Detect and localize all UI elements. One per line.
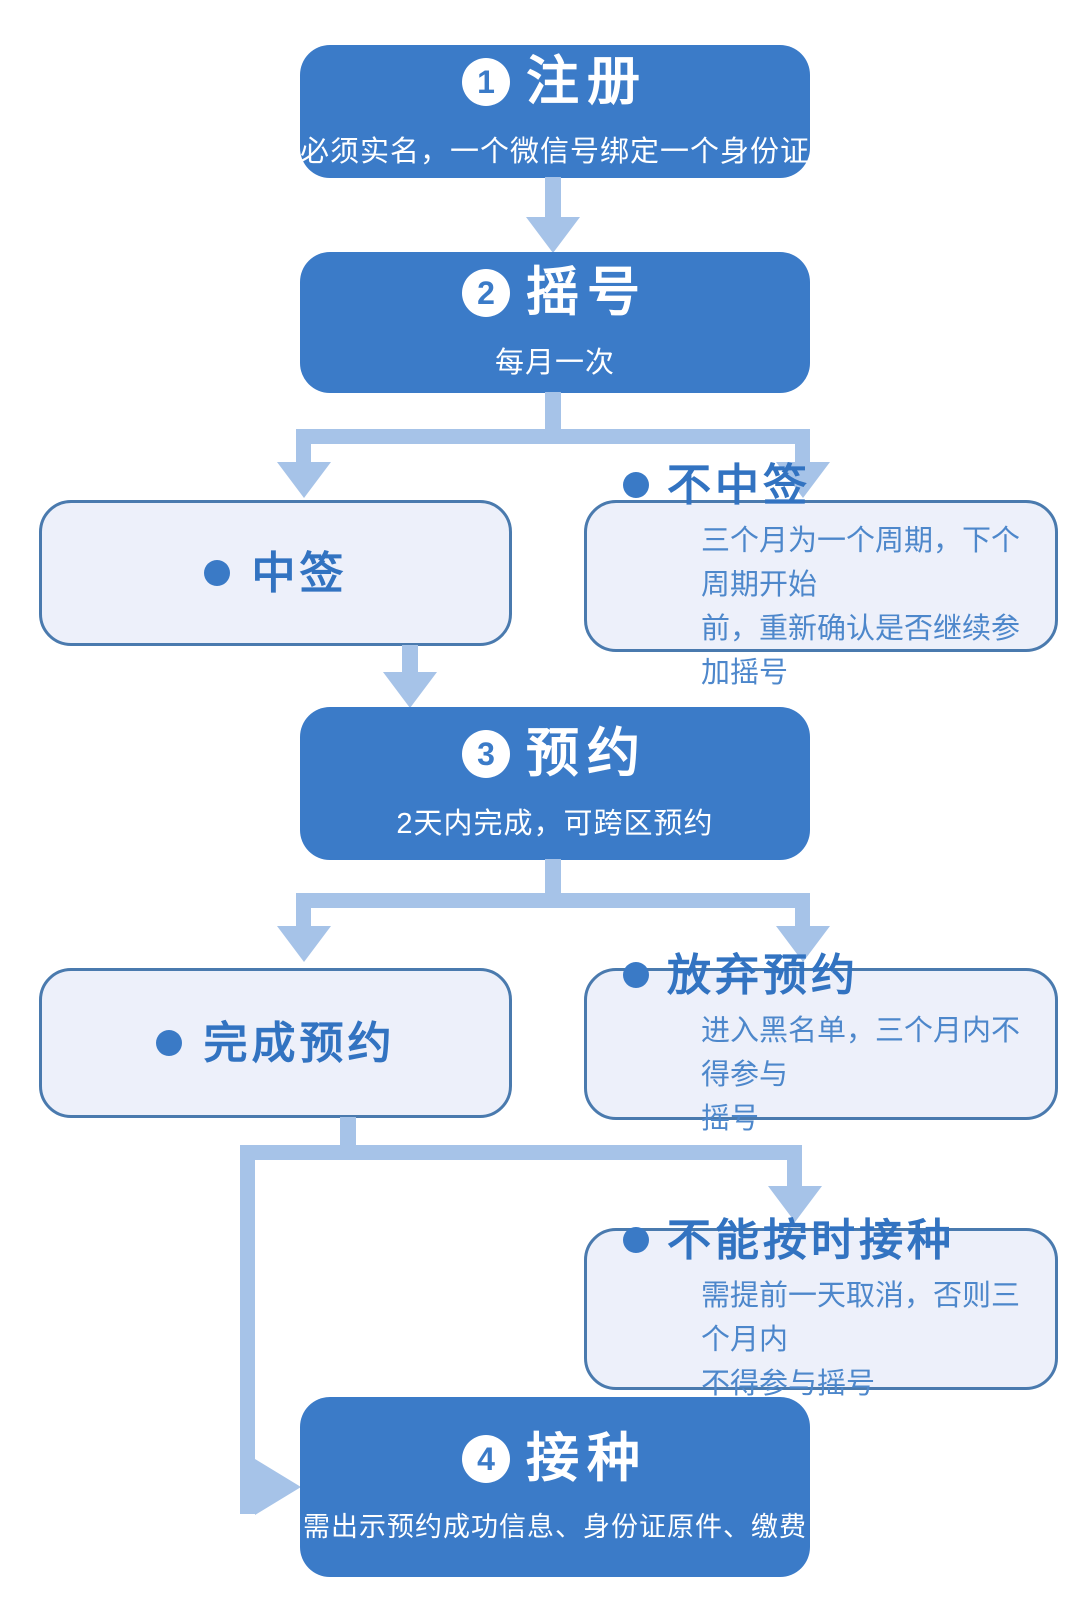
step-box-appointment: 3 预约 2天内完成，可跨区预约: [300, 707, 810, 860]
connector-appointment-left-stub: [296, 908, 311, 928]
arrow-line-register-to-lottery: [545, 177, 561, 219]
step-title-row: 4 接种: [462, 1430, 648, 1488]
outcome-title-row: 不能按时接种: [623, 1213, 1029, 1268]
step-title-appointment: 预约: [526, 724, 648, 784]
connector-lottery-bar: [296, 429, 810, 444]
connector-appointment-bar: [296, 893, 810, 908]
step-box-vaccinate: 4 接种 需出示预约成功信息、身份证原件、缴费: [300, 1397, 810, 1577]
step-title-row: 1 注册: [462, 53, 648, 111]
outcome-desc-miss: 需提前一天取消，否则三个月内 不得参与摇号: [701, 1279, 1021, 1400]
connector-lottery-stub: [545, 392, 561, 430]
arrow-head-to-lose: [776, 462, 830, 498]
step-number-badge-4: 4: [462, 1435, 510, 1484]
bullet-icon: [155, 1030, 182, 1056]
step-subtitle-register: 必须实名，一个微信号绑定一个身份证: [300, 135, 811, 168]
step-title-row: 2 摇号: [462, 264, 648, 322]
outcome-title-row: 放弃预约: [623, 948, 1029, 1003]
step-box-register: 1 注册 必须实名，一个微信号绑定一个身份证: [300, 45, 810, 178]
step-subtitle-vaccinate: 需出示预约成功信息、身份证原件、缴费: [303, 1511, 807, 1542]
step-subtitle-appointment: 2天内完成，可跨区预约: [396, 807, 714, 840]
outcome-desc-lose: 三个月为一个周期，下个周期开始 前，重新确认是否继续参加摇号: [701, 524, 1021, 689]
arrow-head-to-complete: [277, 926, 331, 962]
step-title-register: 注册: [526, 52, 648, 112]
outcome-box-complete: 完成预约: [39, 968, 512, 1118]
connector-complete-bar: [240, 1145, 802, 1160]
outcome-title-abandon: 放弃预约: [667, 950, 859, 1000]
arrow-head-win-to-appointment: [383, 672, 437, 708]
outcome-title-complete: 完成预约: [203, 1018, 396, 1068]
step-title-lottery: 摇号: [526, 263, 648, 323]
outcome-box-miss: 不能按时接种 需提前一天取消，否则三个月内 不得参与摇号: [584, 1216, 1058, 1400]
bullet-icon: [623, 472, 649, 498]
outcome-title-win: 中签: [251, 548, 348, 598]
connector-lottery-right-stub: [795, 444, 810, 464]
bullet-icon: [203, 560, 230, 586]
outcome-box-win: 中签: [39, 500, 512, 646]
step-number-badge-3: 3: [462, 730, 510, 779]
step-title-vaccinate: 接种: [526, 1429, 648, 1489]
outcome-box-lose: 不中签 三个月为一个周期，下个周期开始 前，重新确认是否继续参加摇号: [584, 461, 1058, 689]
outcome-title-miss: 不能按时接种: [667, 1215, 955, 1265]
arrow-head-to-miss: [768, 1186, 822, 1222]
step-title-row: 3 预约: [462, 725, 648, 783]
step-subtitle-lottery: 每月一次: [494, 346, 615, 379]
connector-lottery-left-stub: [296, 444, 311, 464]
step-number-badge-1: 1: [462, 58, 510, 107]
outcome-title-row: 不中签: [623, 458, 1029, 513]
connector-complete-left-line: [240, 1145, 255, 1514]
connector-appointment-right-stub: [795, 908, 810, 928]
bullet-icon: [623, 1227, 649, 1253]
arrow-head-to-abandon: [776, 926, 830, 962]
step-box-lottery: 2 摇号 每月一次: [300, 252, 810, 393]
step-number-badge-2: 2: [462, 269, 510, 318]
arrow-head-register-to-lottery: [526, 217, 580, 253]
outcome-desc-abandon: 进入黑名单，三个月内不得参与 摇号: [701, 1014, 1021, 1135]
arrow-head-to-win: [277, 462, 331, 498]
connector-complete-stub: [340, 1117, 356, 1147]
outcome-box-abandon: 放弃预约 进入黑名单，三个月内不得参与 摇号: [584, 951, 1058, 1135]
connector-complete-right-stub: [787, 1160, 802, 1188]
connector-appointment-stub: [545, 859, 561, 895]
arrow-line-win-to-appointment: [402, 645, 418, 677]
outcome-title-lose: 不中签: [667, 460, 811, 510]
bullet-icon: [623, 962, 649, 988]
arrow-head-to-vaccinate: [255, 1459, 301, 1515]
